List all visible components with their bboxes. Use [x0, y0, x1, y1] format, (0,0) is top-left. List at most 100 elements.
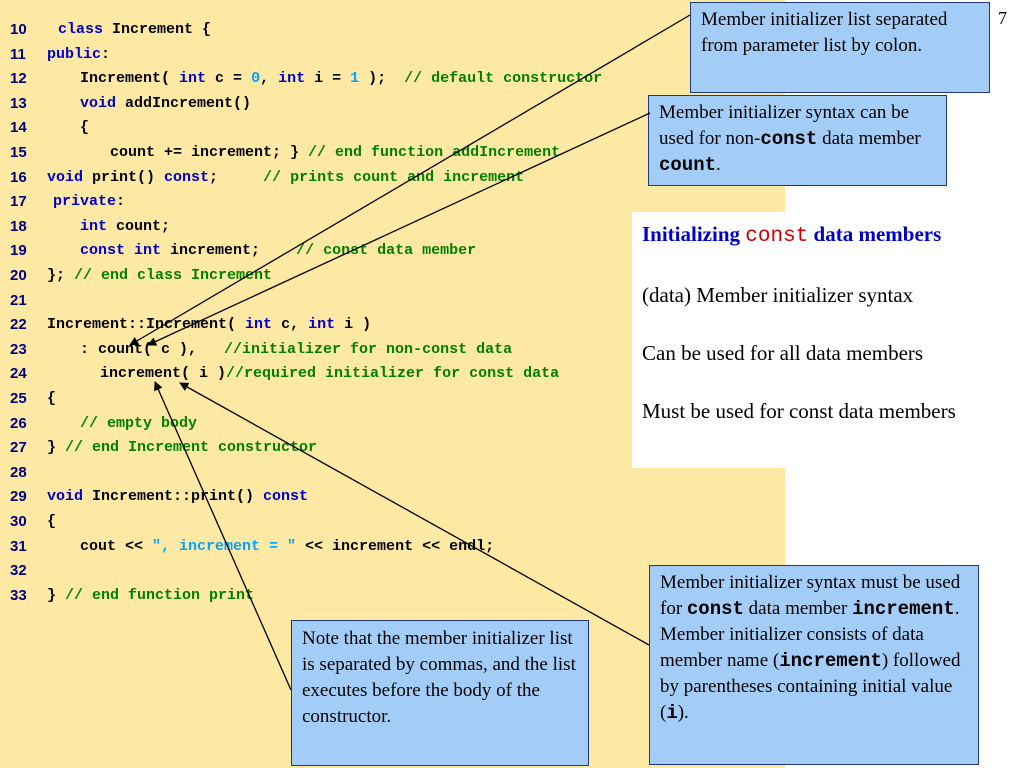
summary-point: Must be used for const data members: [642, 399, 956, 423]
code-keyword: private: [53, 193, 117, 211]
code-token: :: [101, 45, 111, 63]
code-comment: //initializer for non-const data: [224, 340, 513, 358]
code-token: }: [47, 586, 66, 604]
code-line: : count( c ), //initializer for non-cons…: [80, 341, 512, 358]
code-line: {: [47, 390, 56, 407]
code-line: private:: [53, 193, 125, 210]
callout-must-text: Member initializer syntax must be used f…: [660, 572, 961, 619]
code-token: 1: [350, 70, 360, 88]
code-token: ;: [209, 168, 264, 186]
code-line: // empty body: [80, 415, 197, 432]
callout-must-code: increment: [852, 598, 955, 620]
code-line: public:: [47, 46, 110, 63]
code-line: cout << ", increment = " << increment <<…: [80, 538, 494, 555]
code-line: void Increment::print() const: [47, 488, 308, 505]
code-token: Increment(: [80, 70, 180, 88]
code-line: } // end Increment constructor: [47, 439, 317, 456]
callout-commas-note: Note that the member initializer list is…: [291, 620, 589, 766]
code-line: class Increment {: [58, 21, 211, 38]
code-token: Increment::Increment(: [47, 316, 246, 334]
code-comment: //required initializer for const data: [226, 365, 560, 383]
line-number: 27: [10, 439, 27, 457]
code-comment: // const data member: [296, 242, 477, 260]
code-line: {: [47, 513, 56, 530]
line-number: 21: [10, 291, 27, 309]
code-token: c,: [272, 316, 309, 334]
line-number: 23: [10, 340, 27, 358]
callout-must-text: data member: [743, 598, 853, 619]
code-comment: // prints count and increment: [263, 168, 525, 186]
code-keyword: int: [278, 70, 306, 88]
code-token: count += increment; }: [110, 144, 309, 161]
code-keyword: void: [47, 488, 84, 506]
code-comment: // end function print: [65, 586, 255, 604]
summary-title: Initializing const data members: [642, 220, 1002, 251]
line-number: 14: [10, 119, 27, 137]
code-token: ", increment = ": [152, 537, 297, 555]
line-number: 24: [10, 365, 27, 383]
callout-colon-text: Member initializer list separated from p…: [701, 9, 948, 56]
code-token: [125, 242, 134, 259]
line-number: 10: [10, 21, 27, 38]
code-token: {: [47, 513, 57, 530]
code-line: const int increment; // const data membe…: [80, 242, 476, 259]
code-keyword: int: [245, 316, 273, 334]
code-keyword: const: [164, 168, 210, 186]
line-number: 26: [10, 414, 27, 432]
line-number: 25: [10, 390, 27, 407]
code-token: << increment << endl;: [296, 537, 495, 555]
line-number: 18: [10, 217, 27, 235]
code-token: increment( i ): [100, 365, 227, 383]
code-token: Increment::print(): [83, 488, 264, 506]
line-number: 30: [10, 513, 27, 530]
code-token: {: [80, 119, 90, 137]
code-keyword: void: [80, 94, 117, 112]
callout-nonconst-text: data member: [817, 128, 921, 149]
line-number: 16: [10, 168, 27, 186]
code-keyword: int: [80, 217, 108, 235]
callout-must-code: i: [666, 702, 678, 724]
code-token: addIncrement(): [116, 94, 252, 112]
code-token: i ): [335, 316, 372, 334]
line-number: 31: [10, 537, 27, 555]
code-line: }; // end class Increment: [47, 267, 272, 284]
summary-box: Initializing const data members (data) M…: [632, 212, 1012, 468]
summary-title-pre: Initializing: [642, 222, 746, 246]
code-token: print(): [83, 168, 165, 186]
code-keyword: class: [58, 21, 104, 38]
line-number: 11: [10, 45, 26, 63]
summary-title-post: data members: [808, 222, 942, 246]
summary-title-code: const: [745, 225, 809, 248]
code-token: :: [116, 193, 126, 211]
code-line: void print() const; // prints count and …: [47, 169, 524, 186]
code-line: Increment::Increment( int c, int i ): [47, 316, 371, 333]
code-keyword: const: [80, 242, 126, 260]
line-number: 32: [10, 562, 27, 580]
code-token: ,: [260, 70, 279, 88]
callout-must-code: increment: [779, 650, 882, 672]
line-number: 19: [10, 242, 27, 260]
code-token: increment;: [161, 242, 297, 260]
callout-must-text: ).: [677, 702, 689, 723]
code-token: c =: [206, 70, 252, 88]
code-comment: // default constructor: [404, 70, 603, 88]
summary-point: (data) Member initializer syntax: [642, 283, 914, 307]
code-token: cout <<: [80, 537, 153, 555]
code-line: increment( i )//required initializer for…: [100, 365, 559, 382]
callout-must-code: const: [686, 598, 744, 620]
code-token: };: [47, 267, 75, 284]
code-comment: // empty body: [80, 414, 198, 432]
code-token: }: [47, 439, 66, 457]
callout-must-text: . Member initializer consists of data me…: [660, 598, 960, 671]
code-token: i =: [305, 70, 351, 88]
line-number: 13: [10, 94, 27, 112]
callout-nonconst-note: Member initializer syntax can be used fo…: [648, 95, 947, 186]
line-number: 28: [10, 463, 27, 481]
code-line: } // end function print: [47, 587, 254, 604]
code-keyword: const: [263, 488, 309, 506]
line-number: 20: [10, 267, 27, 284]
line-number: 22: [10, 316, 27, 334]
callout-must-text: ) followed by parentheses containing ini…: [660, 650, 961, 723]
line-number: 12: [10, 70, 27, 88]
callout-nonconst-code-const: const: [760, 128, 818, 150]
